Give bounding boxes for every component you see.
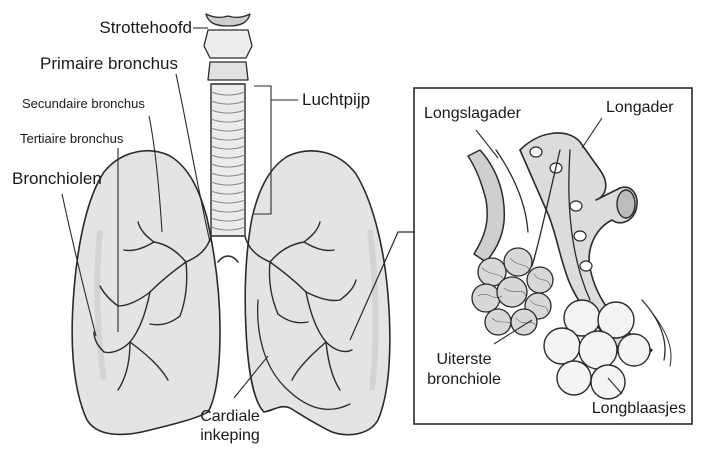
label-pulmonary-vein: Longader <box>606 99 674 116</box>
larynx-top <box>206 14 250 26</box>
label-pulmonary-artery: Longslagader <box>424 105 522 122</box>
label-trachea: Luchtpijp <box>302 90 370 109</box>
label-tertiary-bronchus: Tertiaire bronchus <box>20 131 124 146</box>
vein-opening <box>617 190 635 218</box>
label-primary-bronchus: Primaire bronchus <box>40 54 178 73</box>
right-lung <box>245 151 390 435</box>
left-lung <box>72 151 220 435</box>
thyroid-cartilage <box>204 30 252 58</box>
label-bronchioles: Bronchiolen <box>12 169 102 188</box>
label-cardiac-notch-line1: Cardiale <box>200 408 260 425</box>
cricoid-cartilage <box>208 62 248 80</box>
trachea-tube <box>211 84 245 236</box>
label-cardiac-notch-line2: inkeping <box>200 427 260 444</box>
label-terminal-bronchiole-line1: Uiterste <box>436 351 491 368</box>
label-alveoli: Longblaasjes <box>592 400 686 417</box>
label-terminal-bronchiole-line2: bronchiole <box>427 371 501 388</box>
label-secondary-bronchus: Secundaire bronchus <box>22 96 145 111</box>
label-larynx: Strottehoofd <box>99 18 192 37</box>
